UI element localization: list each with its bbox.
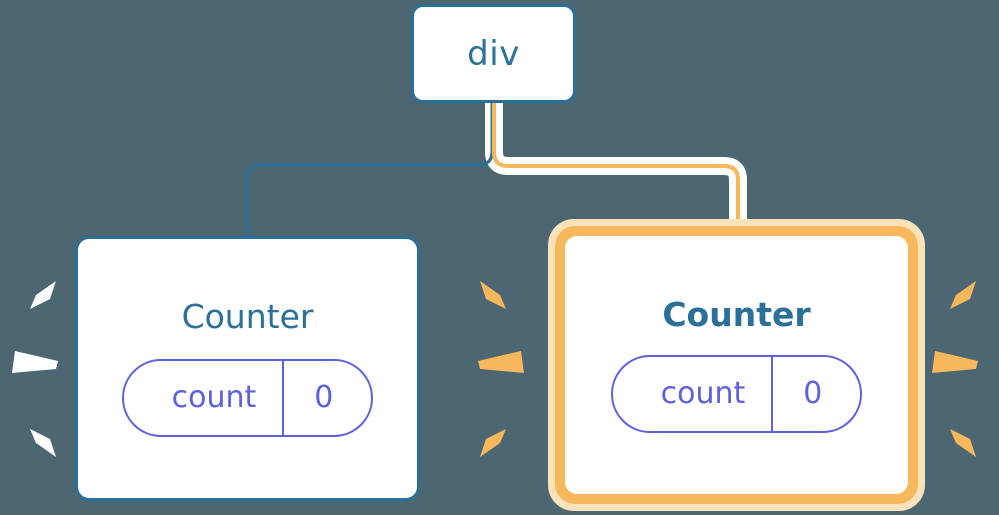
spark-burst-icon: [930, 279, 990, 459]
edge-div-to-counter-right-halo: [485, 100, 747, 236]
state-pill-counter-right: count 0: [610, 354, 863, 433]
edge-div-to-counter-right: [492, 100, 740, 236]
state-value: 0: [771, 356, 860, 431]
node-counter-right[interactable]: Counter count 0: [565, 236, 908, 494]
node-counter-left-label: Counter: [181, 297, 314, 336]
node-div[interactable]: div: [411, 4, 576, 103]
spark-burst-icon: [10, 279, 70, 459]
edge-div-to-counter-left: [245, 103, 494, 240]
spark-burst-icon: [466, 279, 526, 459]
node-div-label: div: [467, 33, 520, 74]
state-key: count: [660, 375, 746, 411]
node-counter-right-label: Counter: [662, 294, 811, 334]
node-counter-right-highlight-ring: Counter count 0: [548, 219, 925, 511]
state-value: 0: [282, 361, 371, 435]
state-pill-counter-left: count 0: [121, 359, 374, 437]
node-counter-right-border: Counter count 0: [555, 226, 918, 504]
node-counter-left[interactable]: Counter count 0: [75, 236, 420, 501]
state-key: count: [171, 380, 257, 415]
